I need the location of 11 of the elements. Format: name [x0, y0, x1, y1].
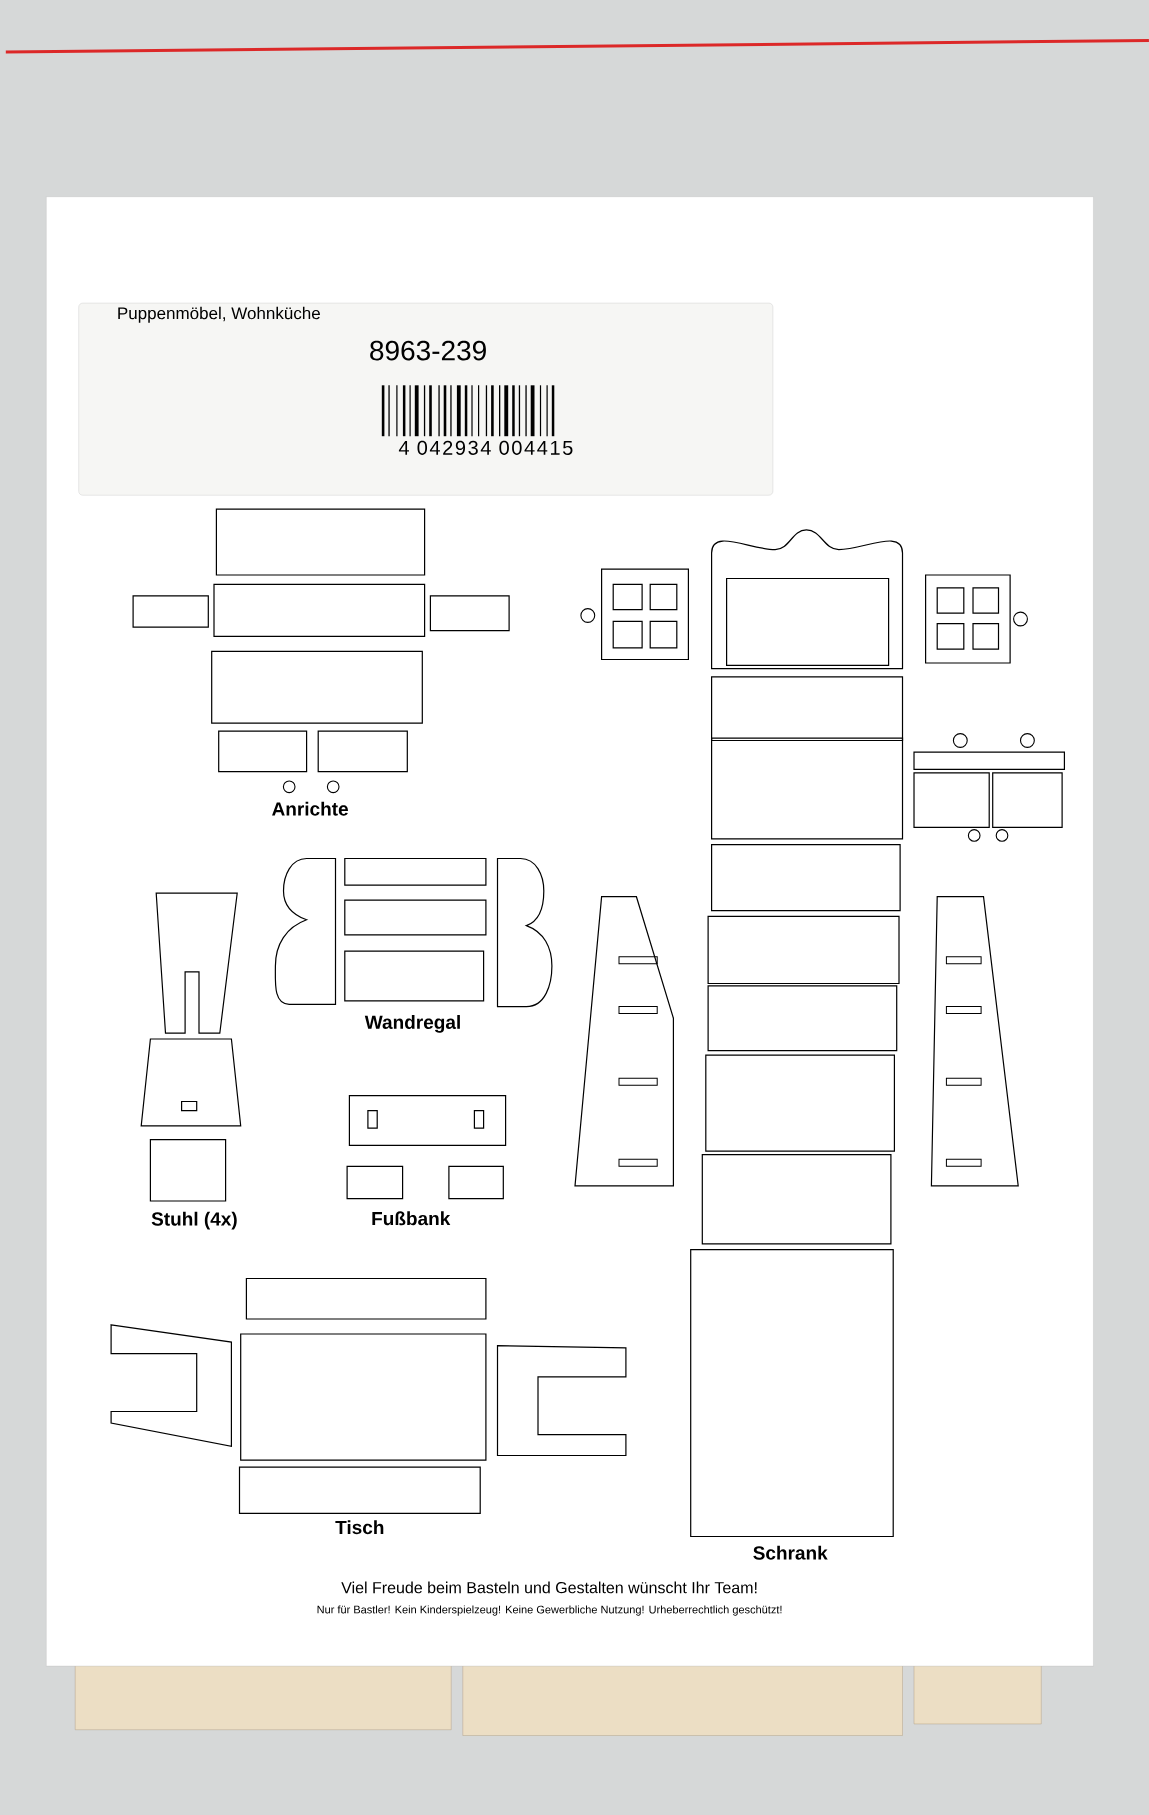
part-label: Wandregal	[364, 1015, 460, 1033]
part-label: Stuhl (4x)	[151, 1211, 237, 1230]
product-title: Puppenmöbel, Wohnküche	[118, 306, 320, 323]
part-label: Fußbank	[372, 1211, 451, 1226]
part-label: Tisch	[335, 1520, 384, 1535]
part-label: Anrichte	[272, 801, 348, 816]
barcode-number: 4 042934 004415	[398, 440, 573, 455]
warning-text: Nur für Bastler! Kein Kinderspielzeug! Keine Gewerbliche Nutzung! Urheberrechtlich geschützt!	[317, 1605, 782, 1616]
article-number: 8963-239	[370, 340, 486, 361]
greeting-text: Viel Freude beim Basteln und Gestalten wünscht Ihr Team!	[341, 1581, 757, 1594]
part-label: Schrank	[753, 1545, 828, 1560]
